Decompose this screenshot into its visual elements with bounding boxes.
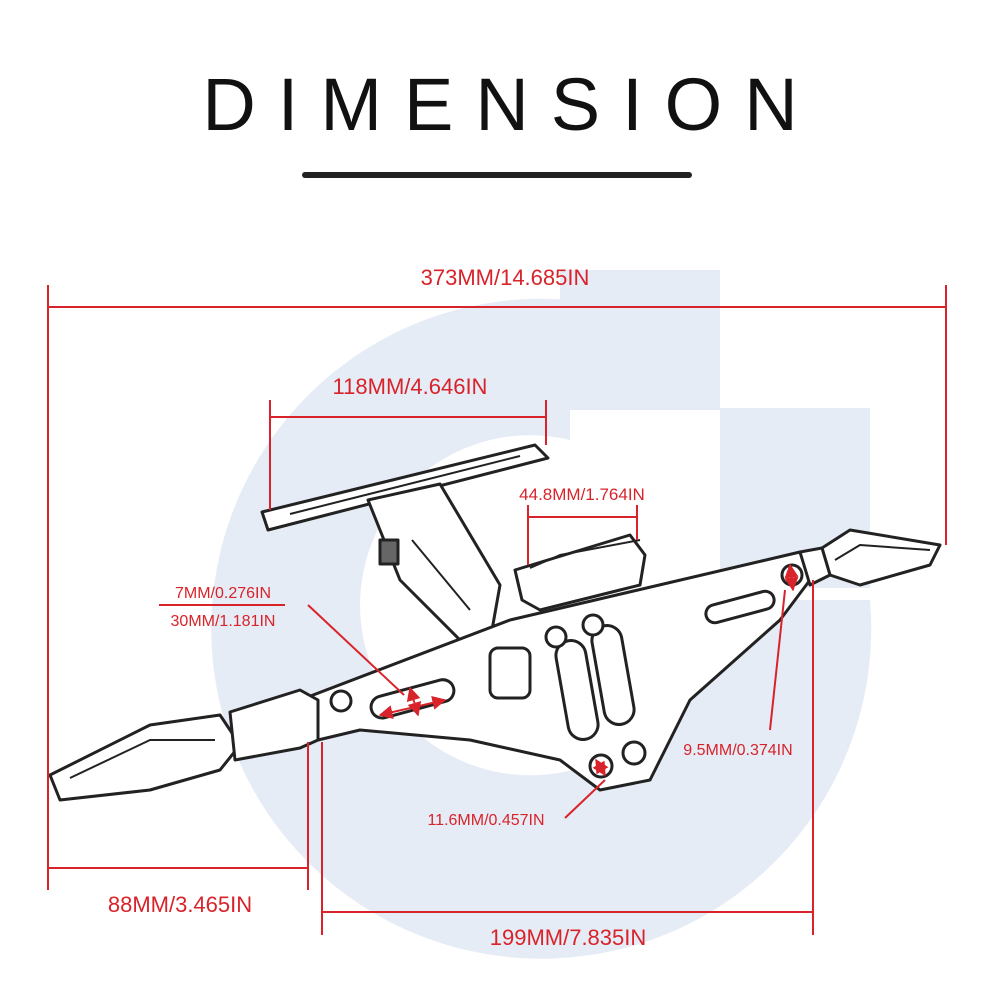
clamp-block xyxy=(513,533,647,612)
left-offset-label: 88MM/3.465IN xyxy=(108,892,252,917)
page-title: DIMENSION xyxy=(202,63,820,146)
left-turn-signal xyxy=(48,713,242,802)
hole-bottom-label: 11.6MM/0.457IN xyxy=(427,812,544,829)
title-underline xyxy=(302,172,692,178)
plate-width-label: 118MM/4.646IN xyxy=(333,374,488,399)
slot-width-label: 7MM/0.276IN xyxy=(175,585,271,602)
span-label: 199MM/7.835IN xyxy=(490,925,647,950)
dimension-lines xyxy=(47,285,947,935)
clamp-width-label: 44.8MM/1.764IN xyxy=(519,485,645,504)
slot-length-label: 30MM/1.181IN xyxy=(171,613,276,630)
hole-right-label: 9.5MM/0.374IN xyxy=(683,742,792,759)
overall-length-label: 373MM/14.685IN xyxy=(421,265,590,290)
license-plate-bracket xyxy=(48,443,942,802)
